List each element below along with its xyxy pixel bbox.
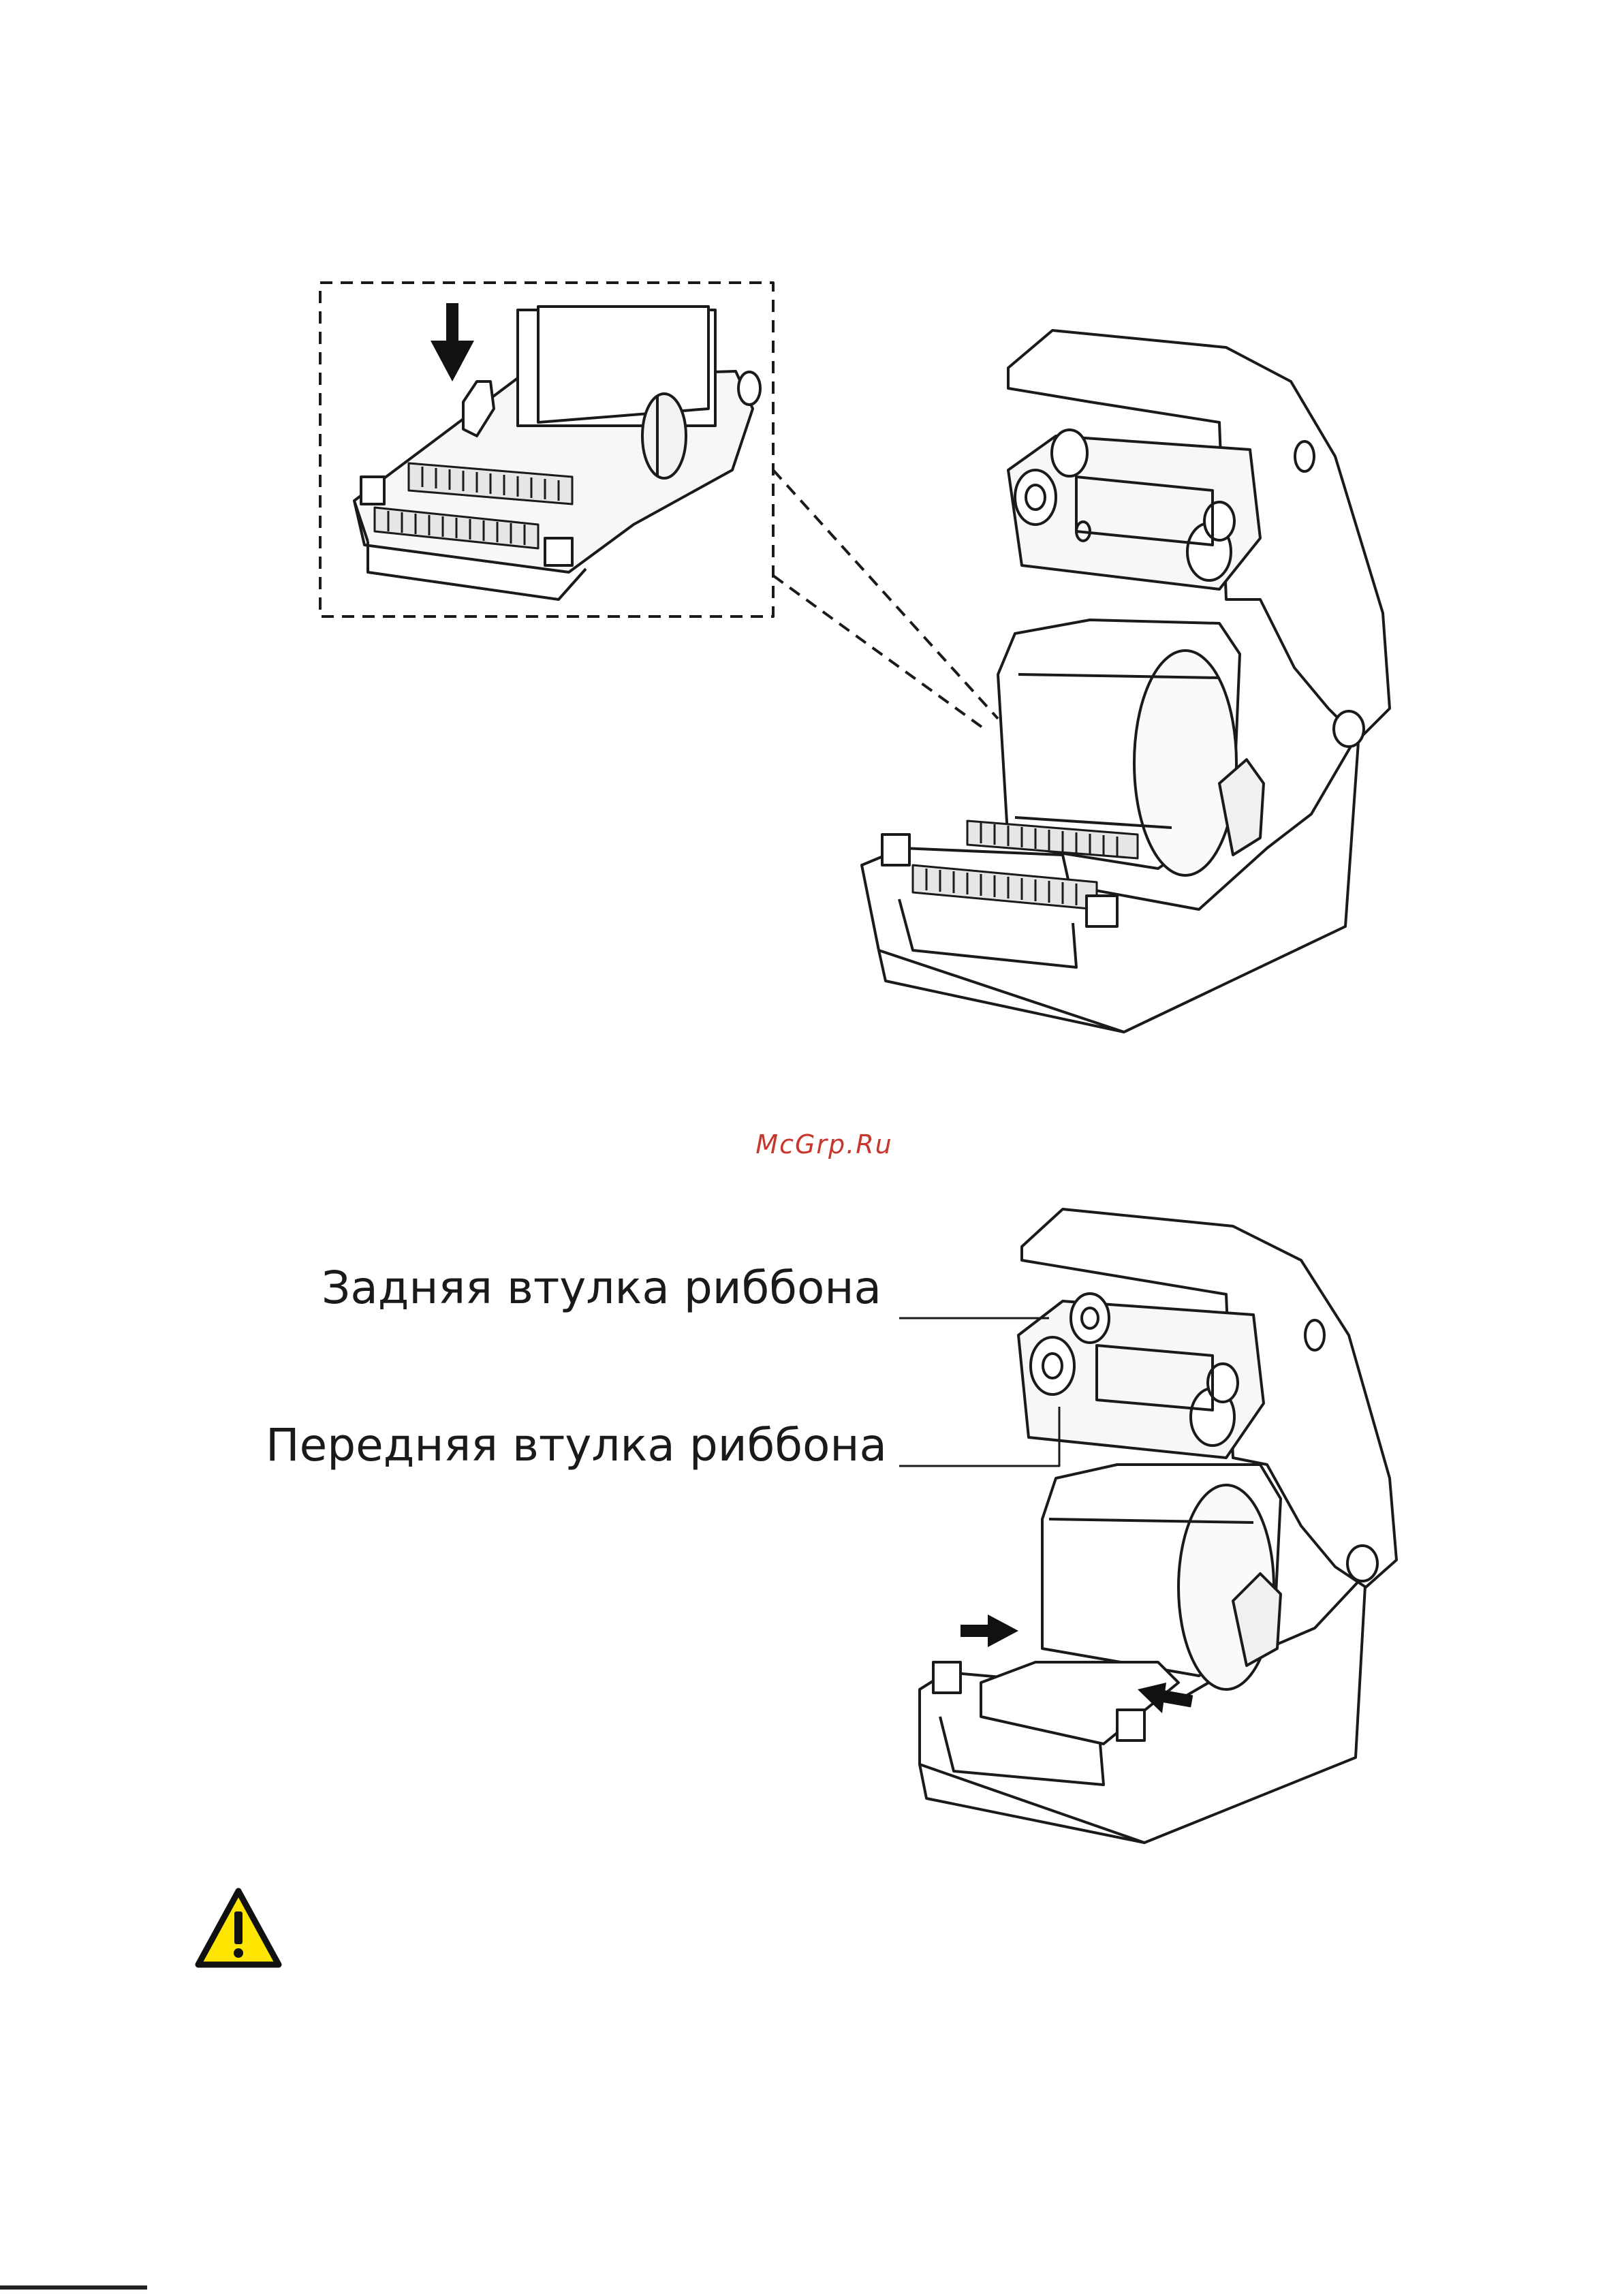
warning-triangle-icon [194,1887,283,1969]
footer-rule [0,2285,147,2290]
down-arrow-icon [431,303,474,381]
watermark-text: McGrp.Ru [743,1129,906,1159]
rear-ribbon-spindle-label: Задняя втулка риббона [322,1262,881,1314]
front-ribbon-spindle-label: Передняя втулка риббона [266,1419,887,1471]
figure-1-illustration [0,0,1624,1090]
